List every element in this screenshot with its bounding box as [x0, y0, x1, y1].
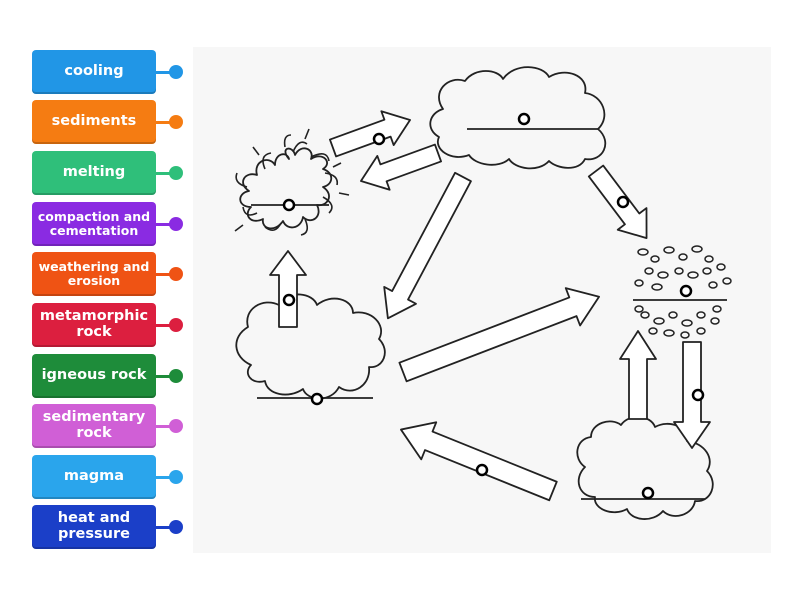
label-text-igneous: igneous rock	[41, 367, 147, 384]
drop-target-sediments[interactable]	[679, 284, 693, 298]
label-drag-handle-melting[interactable]	[169, 166, 183, 180]
arrow-top-to-magma	[360, 143, 442, 191]
label-drag-handle-cooling[interactable]	[169, 65, 183, 79]
drop-target-bottom-right-rock[interactable]	[641, 486, 655, 500]
label-tile-compaction[interactable]: compaction and cementation	[32, 202, 156, 246]
label-connector-weathering	[156, 273, 176, 276]
label-connector-magma	[156, 476, 176, 479]
label-connector-cooling	[156, 71, 176, 74]
rock-cycle-board	[193, 47, 771, 553]
label-connector-melting	[156, 172, 176, 175]
label-connector-sedimentary	[156, 425, 176, 428]
label-tile-cooling[interactable]: cooling	[32, 50, 156, 94]
label-text-cooling: cooling	[64, 63, 124, 80]
drop-target-bottom-arrow[interactable]	[475, 463, 489, 477]
label-tile-weathering[interactable]: weathering and erosion	[32, 252, 156, 296]
label-drag-handle-magma[interactable]	[169, 470, 183, 484]
label-drag-handle-weathering[interactable]	[169, 267, 183, 281]
label-text-weathering: weathering and erosion	[38, 259, 150, 288]
label-drag-handle-sediments[interactable]	[169, 115, 183, 129]
rock-cycle-diagram	[234, 66, 732, 520]
arrow-top-to-bottom-left	[383, 171, 472, 320]
label-drag-handle-igneous[interactable]	[169, 369, 183, 383]
label-text-compaction: compaction and cementation	[37, 209, 151, 238]
label-connector-metamorphic	[156, 324, 176, 327]
label-text-magma: magma	[63, 468, 125, 485]
label-drag-handle-heat[interactable]	[169, 520, 183, 534]
label-text-sedimentary: sedimentary rock	[42, 409, 146, 441]
label-text-metamorphic: metamorphic rock	[39, 308, 149, 340]
arrow-magma-to-top	[329, 110, 411, 158]
label-connector-heat	[156, 526, 176, 529]
drop-target-magma-to-top-arrow[interactable]	[372, 132, 386, 146]
label-connector-igneous	[156, 375, 176, 378]
arrow-bottom-right-up	[619, 330, 657, 420]
drop-target-bottom-left-to-magma-arrow[interactable]	[282, 293, 296, 307]
drop-target-top-rock[interactable]	[517, 112, 531, 126]
label-tile-igneous[interactable]: igneous rock	[32, 354, 156, 398]
label-text-heat: heat and pressure	[57, 510, 131, 542]
magma-splatter	[234, 128, 350, 236]
bottom-right-rock-shape	[576, 416, 714, 520]
label-tile-sediments[interactable]: sediments	[32, 100, 156, 144]
label-tile-sedimentary[interactable]: sedimentary rock	[32, 404, 156, 448]
drop-target-bottom-left-rock[interactable]	[310, 392, 324, 406]
bottom-left-rock-shape	[235, 293, 386, 400]
label-tile-metamorphic[interactable]: metamorphic rock	[32, 303, 156, 347]
arrow-bottom-right-to-bottom-left	[400, 421, 558, 502]
label-text-sediments: sediments	[51, 113, 137, 130]
sediment-pile-shape	[634, 245, 732, 339]
label-drag-handle-metamorphic[interactable]	[169, 318, 183, 332]
answer-labels-panel: cooling sediments melting compaction and ce…	[0, 0, 190, 600]
label-tile-melting[interactable]: melting	[32, 151, 156, 195]
label-connector-compaction	[156, 223, 176, 226]
label-connector-sediments	[156, 121, 176, 124]
arrow-bottom-left-to-magma	[269, 250, 307, 328]
label-tile-magma[interactable]: magma	[32, 455, 156, 499]
drop-target-magma[interactable]	[282, 198, 296, 212]
drop-target-sediments-down-arrow[interactable]	[691, 388, 705, 402]
top-rock-shape	[429, 66, 607, 170]
drop-target-top-to-sediments-arrow[interactable]	[616, 195, 630, 209]
label-tile-heat[interactable]: heat and pressure	[32, 505, 156, 549]
label-drag-handle-sedimentary[interactable]	[169, 419, 183, 433]
label-text-melting: melting	[62, 164, 126, 181]
label-drag-handle-compaction[interactable]	[169, 217, 183, 231]
arrow-bottom-left-to-sediments	[398, 287, 600, 383]
magma-blob-shape	[239, 147, 333, 230]
